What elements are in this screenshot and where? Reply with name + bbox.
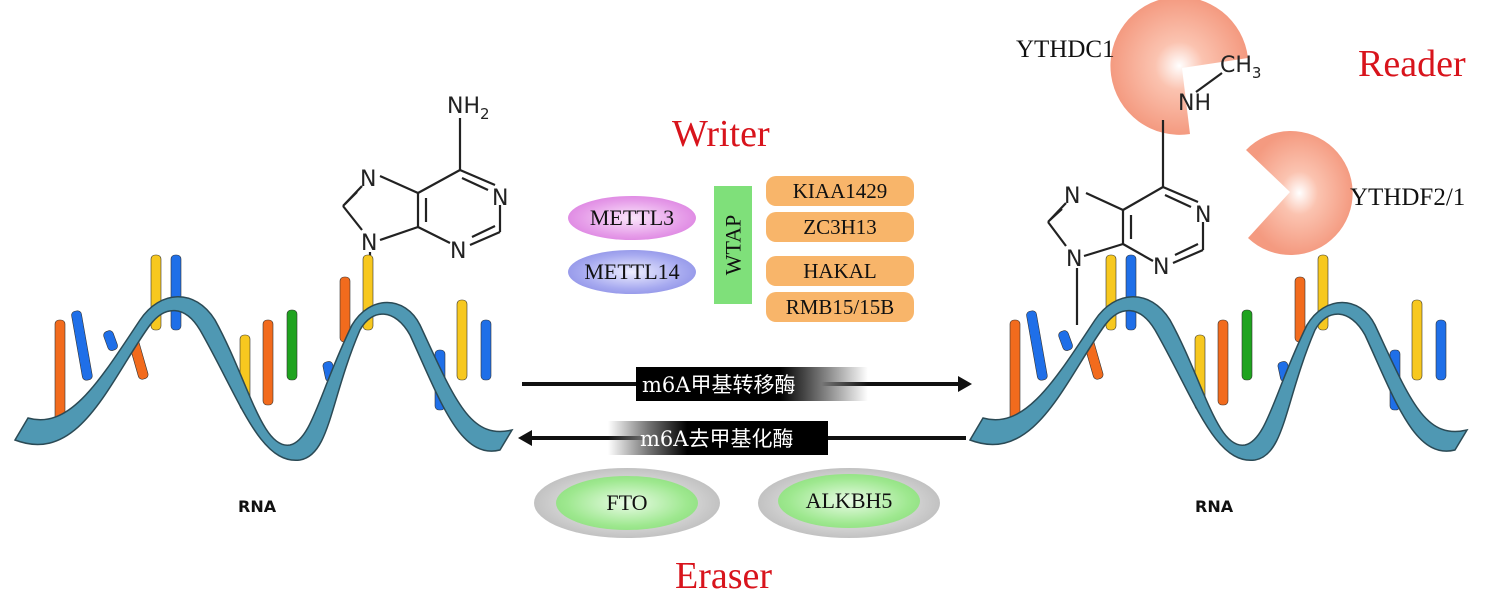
atom-n1: N xyxy=(492,186,508,211)
atom-n9: N xyxy=(361,231,377,256)
ythdf-label: YTHDF2/1 xyxy=(1350,184,1466,211)
cofactor-hakal: HAKAL xyxy=(766,256,914,286)
rna-label-right: RNA xyxy=(1195,497,1234,516)
mettl3-ellipse: METTL3 xyxy=(568,196,696,240)
atom-n9-right: N xyxy=(1066,247,1082,272)
nucleotide-base xyxy=(286,309,298,381)
reverse-arrowhead-icon xyxy=(518,430,532,446)
cofactor-rmb15: RMB15/15B xyxy=(766,292,914,322)
atom-n3-right: N xyxy=(1153,255,1169,280)
rna-label-left: RNA xyxy=(238,497,277,516)
atom-n3: N xyxy=(450,239,466,264)
nucleotide-base xyxy=(262,319,274,406)
cofactor-label: HAKAL xyxy=(803,258,877,283)
rna-ribbon xyxy=(13,296,514,461)
nh-label: NH xyxy=(1178,91,1211,116)
right-rna-diagram: NH CH3 N N N N xyxy=(968,0,1469,461)
forward-label-text: m6A甲基转移酶 xyxy=(642,373,796,397)
adenine-structure-left xyxy=(342,118,502,325)
ch3-label: CH3 xyxy=(1220,53,1261,82)
mettl14-label: METTL14 xyxy=(584,259,680,284)
fto-ellipse: FTO xyxy=(556,476,698,530)
wtap-box: WTAP xyxy=(714,186,752,304)
rna-helix-left xyxy=(13,254,514,461)
mettl14-ellipse: METTL14 xyxy=(568,250,696,294)
m6a-structure-right xyxy=(1047,72,1223,325)
ythdc1-label: YTHDC1 xyxy=(1016,36,1115,63)
alkbh5-label: ALKBH5 xyxy=(805,488,893,513)
rna-helix-right xyxy=(968,254,1469,461)
rna-ribbon xyxy=(968,296,1469,461)
cofactor-zc3h13: ZC3H13 xyxy=(766,212,914,242)
reader-title: Reader xyxy=(1358,43,1466,85)
fto-label: FTO xyxy=(606,490,648,515)
cofactor-label: ZC3H13 xyxy=(803,214,877,239)
nucleotide-base xyxy=(103,330,118,351)
cofactor-label: RMB15/15B xyxy=(785,294,895,319)
reverse-label-text: m6A去甲基化酶 xyxy=(640,427,794,451)
left-rna-diagram: NH2 N N N N xyxy=(13,94,514,461)
nucleotide-base xyxy=(1435,319,1447,381)
nucleotide-base xyxy=(456,299,468,381)
nucleotide-base xyxy=(1125,254,1137,331)
cofactor-kiaa1429: KIAA1429 xyxy=(766,176,914,206)
nucleotide-base xyxy=(71,310,93,381)
nucleotide-base xyxy=(1241,309,1253,381)
ythdc1-protein-icon xyxy=(1110,0,1248,135)
nucleotide-base xyxy=(1217,319,1229,406)
cofactor-label: KIAA1429 xyxy=(792,178,888,203)
atom-n7-right: N xyxy=(1064,184,1080,209)
ythdf-protein-icon xyxy=(1246,131,1353,256)
nucleotide-base xyxy=(1411,299,1423,381)
mettl3-label: METTL3 xyxy=(589,205,675,230)
forward-arrowhead-icon xyxy=(958,376,972,392)
nucleotide-base xyxy=(1058,330,1073,351)
forward-arrow-label: m6A甲基转移酶 xyxy=(636,367,868,401)
nucleotide-base xyxy=(170,254,182,331)
nucleotide-base xyxy=(480,319,492,381)
alkbh5-ellipse: ALKBH5 xyxy=(778,474,920,528)
nucleotide-base xyxy=(1026,310,1048,381)
nh2-label: NH2 xyxy=(447,94,490,123)
writer-title: Writer xyxy=(672,113,770,155)
atom-n7: N xyxy=(360,167,376,192)
eraser-title: Eraser xyxy=(675,555,773,597)
reverse-arrow-label: m6A去甲基化酶 xyxy=(608,421,828,455)
wtap-label: WTAP xyxy=(720,214,746,276)
atom-n1-right: N xyxy=(1195,203,1211,228)
